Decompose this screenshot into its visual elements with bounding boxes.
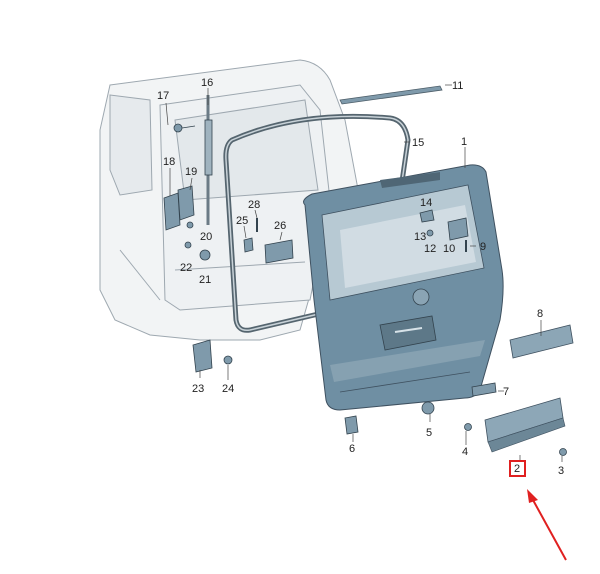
highlight-box [509, 460, 526, 477]
label-1: 1 [461, 136, 467, 148]
leader-lines [165, 84, 563, 462]
label-8: 8 [537, 308, 543, 320]
label-20: 20 [200, 231, 212, 243]
label-28: 28 [248, 199, 260, 211]
label-5: 5 [426, 427, 432, 439]
label-16: 16 [201, 77, 213, 89]
label-18: 18 [163, 156, 175, 168]
label-9: 9 [480, 241, 486, 253]
label-17: 17 [157, 90, 169, 102]
part-labels: 1 2 3 4 5 6 7 8 9 10 11 12 13 14 15 16 1… [157, 77, 564, 477]
label-2: 2 [514, 463, 520, 475]
label-22: 22 [180, 262, 192, 274]
red-arrow [527, 489, 567, 561]
label-6: 6 [349, 443, 355, 455]
label-12: 12 [424, 243, 436, 255]
roof-trim-strip [339, 85, 443, 105]
small-parts [163, 95, 567, 456]
label-26: 26 [274, 220, 286, 232]
label-11: 11 [452, 80, 463, 92]
label-7: 7 [503, 386, 509, 398]
label-23: 23 [192, 383, 204, 395]
label-4: 4 [462, 446, 468, 458]
label-19: 19 [185, 166, 197, 178]
label-3: 3 [558, 465, 564, 477]
label-21: 21 [199, 274, 211, 286]
label-14: 14 [420, 197, 432, 209]
label-15: 15 [412, 137, 424, 149]
tailgate-panel [303, 164, 504, 411]
plate-light-strip [509, 324, 574, 359]
trim-panel [484, 397, 566, 453]
label-13: 13 [414, 231, 426, 243]
label-25: 25 [236, 215, 248, 227]
label-10: 10 [443, 243, 455, 255]
label-24: 24 [222, 383, 234, 395]
